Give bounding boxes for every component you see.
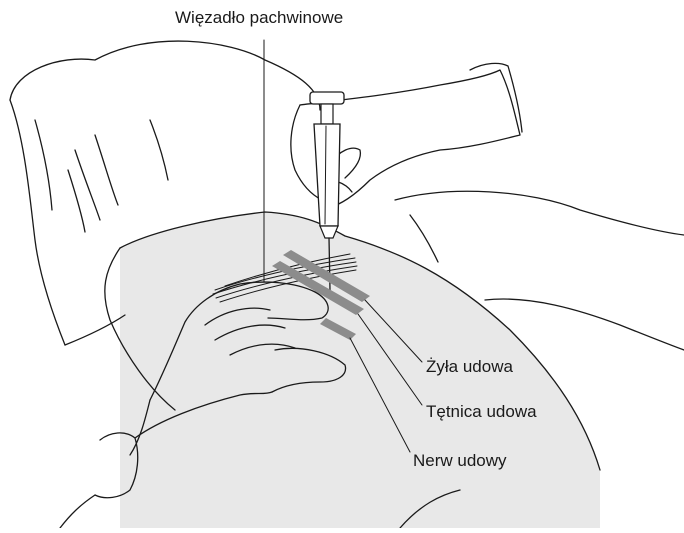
hip-crease: [35, 120, 52, 210]
waist-fold-2: [95, 135, 118, 205]
femoral-vein-label: Żyła udowa: [426, 358, 513, 375]
body-outline-left: [10, 100, 65, 345]
femoral-artery-label: Tętnica udowa: [426, 403, 537, 420]
lower-wrist: [60, 495, 95, 528]
syringe-plunger-rod: [321, 104, 333, 124]
waist-fold-3: [68, 170, 85, 232]
waist-fold-4: [150, 120, 168, 180]
femoral-nerve-label: Nerw udowy: [413, 452, 507, 469]
leg-fold: [410, 215, 438, 262]
body-outline: [10, 41, 320, 110]
syringe-barrel: [314, 124, 340, 226]
inguinal-ligament-label: Więzadło pachwinowe: [175, 9, 343, 26]
syringe-plunger-cap: [310, 92, 344, 104]
waist-fold-1: [75, 150, 100, 220]
shaded-groin-area: [120, 212, 600, 528]
leg-outline-upper: [395, 191, 684, 235]
upper-glove-cuff: [470, 63, 522, 132]
body-outline-lower: [65, 315, 125, 345]
